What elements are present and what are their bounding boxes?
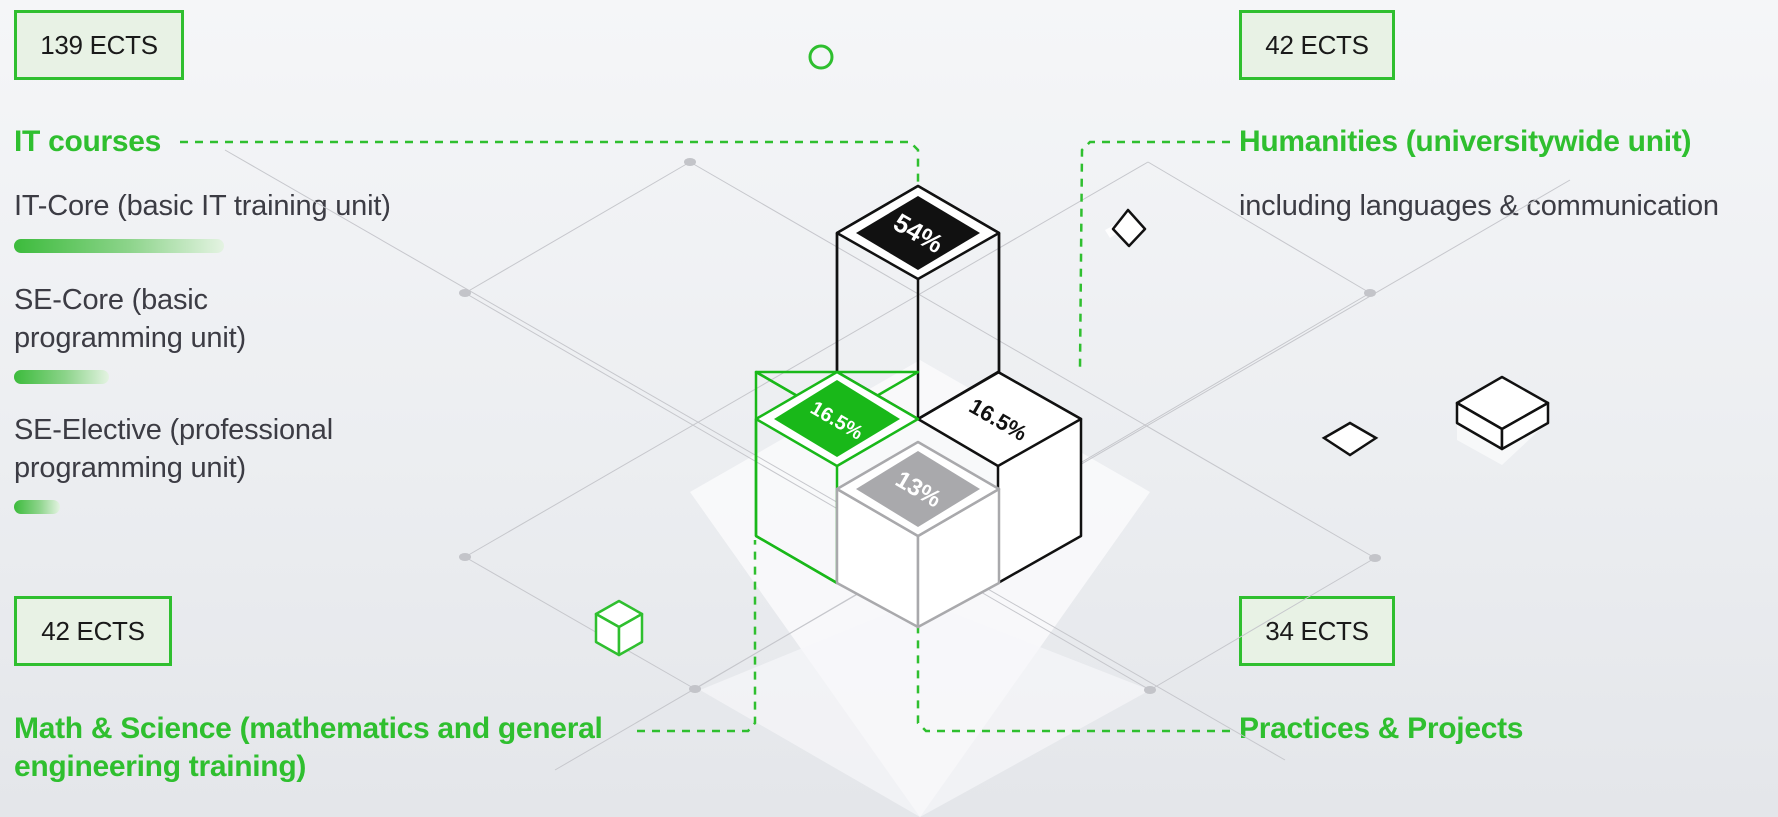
block-humanities: [835, 440, 1001, 629]
it-ects-badge: 139 ECTS: [14, 10, 184, 80]
practice-heading: Practices & Projects: [1239, 712, 1524, 745]
connector-humanities: [1078, 140, 1230, 369]
it-ects-value: 139 ECTS: [40, 29, 158, 60]
practice-ects-badge: 34 ECTS: [1239, 596, 1395, 666]
humanities-heading: Humanities (universitywide unit): [1239, 125, 1692, 158]
se-elective-label-line-1: SE-Elective (professional: [14, 414, 333, 446]
se-elective-bar: [14, 500, 60, 514]
humanities-ects-value: 42 ECTS: [1265, 29, 1369, 60]
se-core-bar: [14, 370, 109, 384]
block-practice: [916, 370, 1083, 585]
math-heading: Math & Science (mathematics and general …: [14, 710, 603, 786]
small-green-cube-decoration: [594, 599, 644, 657]
math-ects-value: 42 ECTS: [41, 615, 145, 646]
small-circle-decoration: [808, 44, 834, 70]
se-elective-label-line-2: programming unit): [14, 452, 246, 484]
humanities-subtext: including languages & communication: [1239, 190, 1719, 222]
it-courses-heading: IT courses: [14, 125, 162, 158]
math-heading-line-2: engineering training): [14, 750, 307, 783]
it-core-bar: [14, 239, 224, 253]
math-ects-badge: 42 ECTS: [14, 596, 172, 666]
connector-practice: [916, 625, 1230, 733]
connector-it: [180, 140, 920, 185]
se-core-label-line-1: SE-Core (basic: [14, 284, 208, 316]
connector-math: [637, 540, 757, 733]
flat-diamond-decoration: [1321, 421, 1379, 457]
dashed-connectors: [180, 140, 1230, 733]
grid-nodes: [459, 158, 1381, 694]
humanities-ects-badge: 42 ECTS: [1239, 10, 1395, 80]
flat-box-decoration: [1455, 375, 1550, 465]
se-elective-label: SE-Elective (professional programming un…: [14, 411, 333, 487]
practice-ects-value: 34 ECTS: [1265, 615, 1369, 646]
se-core-label: SE-Core (basic programming unit): [14, 281, 246, 357]
small-diamond-decoration: [1105, 208, 1147, 248]
floor-lower: [700, 600, 1150, 817]
block-math: [754, 370, 920, 585]
math-heading-line-1: Math & Science (mathematics and general: [14, 712, 603, 745]
se-core-label-line-2: programming unit): [14, 322, 246, 354]
it-core-label: IT-Core (basic IT training unit): [14, 190, 391, 222]
